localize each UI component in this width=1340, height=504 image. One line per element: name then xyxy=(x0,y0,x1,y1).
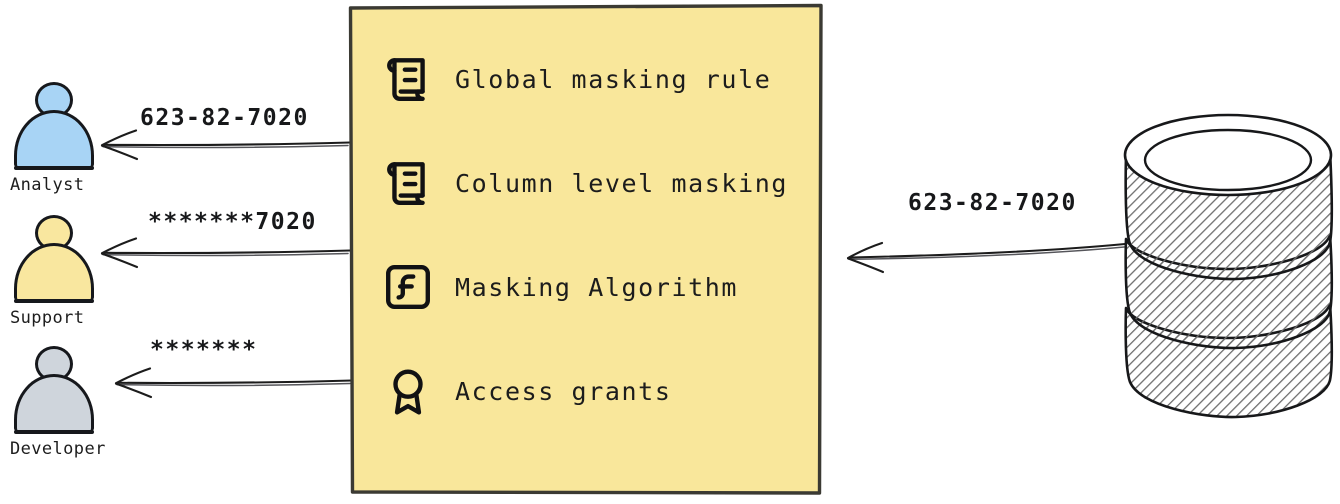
user-icon-base xyxy=(14,166,94,170)
user-icon-base xyxy=(14,299,94,303)
masking-item-label: Column level masking xyxy=(455,168,789,198)
database-icon[interactable] xyxy=(1118,108,1340,420)
arrow-left-icon xyxy=(100,237,352,269)
user-icon xyxy=(12,215,98,303)
award-ribbon-icon xyxy=(377,360,439,422)
masking-item-access-grants[interactable]: Access grants xyxy=(377,359,823,423)
user-icon xyxy=(12,82,98,170)
masking-item-global-rule[interactable]: Global masking rule xyxy=(377,47,823,111)
user-icon-body xyxy=(14,243,94,303)
user-icon xyxy=(12,346,98,434)
masking-item-algorithm[interactable]: Masking Algorithm xyxy=(377,255,823,319)
masking-item-label: Global masking rule xyxy=(455,64,772,94)
arrow-left-icon xyxy=(846,241,1127,274)
masking-item-label: Access grants xyxy=(455,376,672,406)
masking-panel[interactable]: Global masking rule Column level masking xyxy=(347,3,823,496)
flow-developer: ******* xyxy=(110,337,354,399)
actor-analyst[interactable]: Analyst xyxy=(6,82,126,195)
masking-panel-background xyxy=(348,3,823,495)
masking-item-label: Masking Algorithm xyxy=(455,272,739,302)
flow-label-source: 623-82-7020 xyxy=(908,190,1077,216)
flow-label-analyst: 623-82-7020 xyxy=(140,105,309,131)
user-icon-body xyxy=(14,374,94,434)
arrow-left-icon xyxy=(114,367,354,399)
actor-support[interactable]: Support xyxy=(6,215,126,328)
user-icon-body xyxy=(14,110,94,170)
flow-label-developer: ******* xyxy=(150,337,258,363)
flow-analyst: 623-82-7020 xyxy=(96,105,352,165)
flow-source: 623-82-7020 xyxy=(842,190,1127,274)
database-cylinder xyxy=(1123,113,1334,419)
actor-label-analyst: Analyst xyxy=(10,175,85,195)
function-box-icon xyxy=(377,256,439,318)
actor-label-developer: Developer xyxy=(10,439,106,459)
masking-item-column-level[interactable]: Column level masking xyxy=(377,151,823,215)
actor-developer[interactable]: Developer xyxy=(6,346,126,459)
masking-panel-items: Global masking rule Column level masking xyxy=(347,3,823,496)
flow-support: *******7020 xyxy=(96,209,352,271)
actor-label-support: Support xyxy=(10,308,85,328)
flow-label-support: *******7020 xyxy=(148,209,317,235)
user-icon-base xyxy=(14,430,94,434)
scroll-icon xyxy=(377,152,439,214)
scroll-icon xyxy=(377,48,439,110)
arrow-left-icon xyxy=(100,129,352,161)
